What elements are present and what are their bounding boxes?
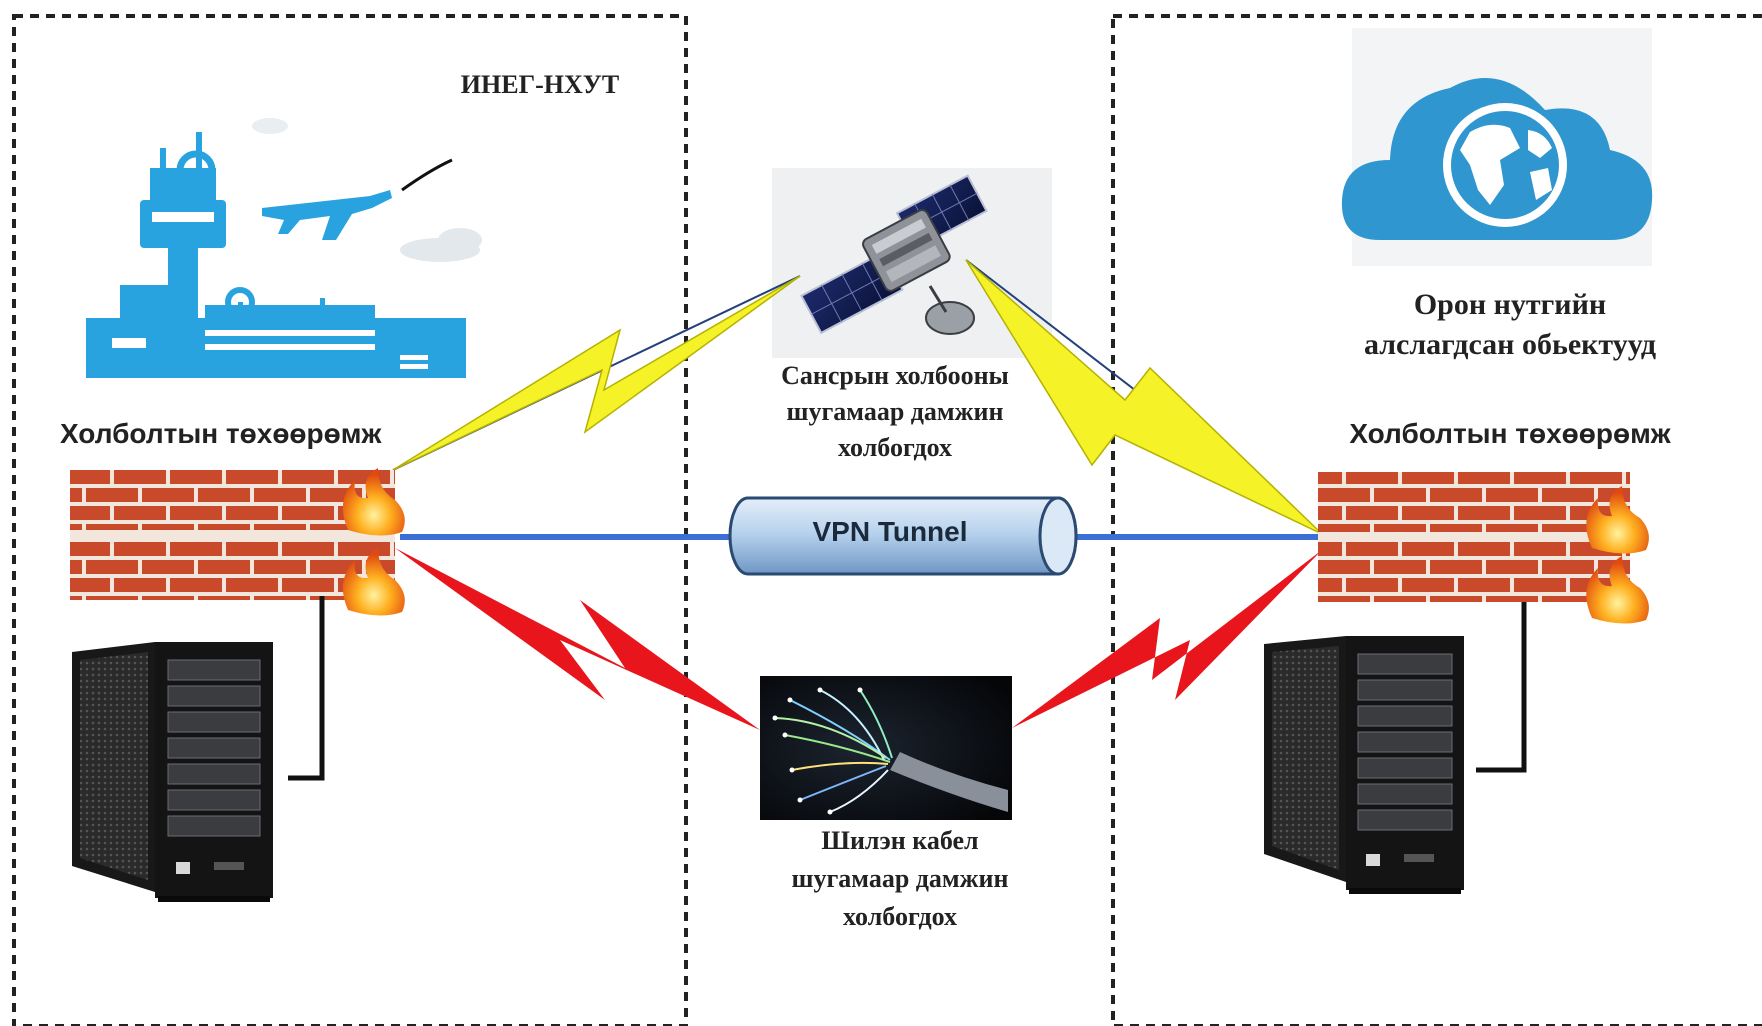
right-device-label: Холболтын төхөөрөмж: [1349, 418, 1671, 449]
satellite-link-caption: Сансрын холбооны шугамаар дамжин холбогд…: [781, 361, 1009, 462]
satellite-icon: [772, 168, 1052, 358]
satellite-link-bolt-left: [392, 275, 801, 471]
left-site-org-label: ИНЕГ-НХУТ: [460, 70, 620, 99]
right-site-boundary: [1111, 14, 1762, 1026]
fiber-link-caption: Шилэн кабел шугамаар дамжин холбогдох: [791, 826, 1009, 931]
airport-tower-icon: [86, 118, 482, 378]
right-firewall-flame-icon: [1586, 486, 1649, 624]
right-firewall-icon: [1318, 472, 1630, 602]
fiber-link-bolt-right: [1012, 550, 1322, 728]
right-rack-cable: [1476, 602, 1527, 773]
fiber-link-bolt-left: [395, 548, 760, 730]
left-firewall-icon: [70, 470, 395, 600]
vpn-tunnel-label: VPN Tunnel: [812, 516, 968, 547]
fiber-optic-cable-icon: [760, 676, 1012, 820]
left-firewall-flame-icon: [342, 468, 405, 616]
right-server-rack-icon: [1264, 636, 1464, 894]
vpn-tunnel-tube: [728, 496, 1078, 576]
left-device-label: Холболтын төхөөрөмж: [60, 418, 382, 449]
left-rack-cable: [288, 596, 325, 781]
right-site-objects-label: Орон нутгийн алслагдсан обьектууд: [1363, 288, 1657, 361]
left-server-rack-icon: [72, 642, 273, 902]
left-site-boundary: [12, 14, 688, 1026]
cloud-globe-icon: [1341, 28, 1653, 266]
